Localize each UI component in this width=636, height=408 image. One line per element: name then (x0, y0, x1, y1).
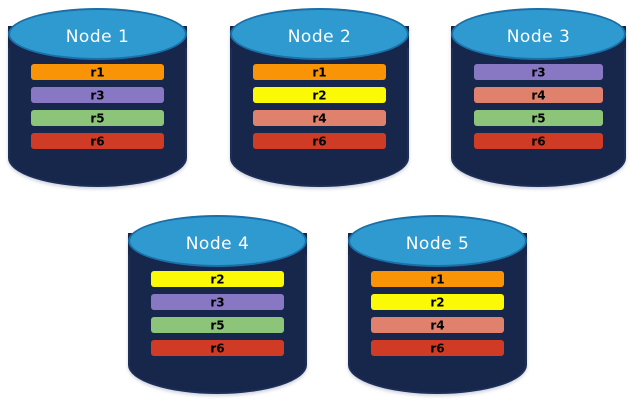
replica-label: r4 (531, 88, 546, 103)
replica-label: r2 (312, 88, 327, 103)
node-title: Node 1 (65, 27, 130, 47)
replica-bar[interactable]: r6 (253, 133, 386, 149)
node-title: Node 4 (185, 234, 250, 254)
node-title: Node 5 (405, 234, 470, 254)
replica-label: r6 (90, 134, 105, 149)
replica-bar[interactable]: r3 (31, 87, 164, 103)
replica-bar[interactable]: r6 (371, 340, 504, 356)
replica-label: r5 (90, 111, 105, 126)
replica-label: r5 (531, 111, 546, 126)
replica-bar[interactable]: r6 (31, 133, 164, 149)
replica-bar[interactable]: r5 (151, 317, 284, 333)
replica-bar[interactable]: r3 (151, 294, 284, 310)
replica-label: r6 (531, 134, 546, 149)
replica-label: r6 (430, 341, 445, 356)
replica-label: r6 (312, 134, 327, 149)
database-node-1[interactable]: Node 1 r1 r3 r5 r6 (8, 8, 187, 187)
replica-bar[interactable]: r5 (31, 110, 164, 126)
replica-label: r4 (312, 111, 327, 126)
replica-bar[interactable]: r5 (473, 110, 604, 126)
replica-list: r1 r3 r5 r6 (8, 64, 187, 149)
replica-list: r2 r3 r5 r6 (128, 271, 307, 356)
replica-label: r1 (430, 272, 445, 287)
replica-label: r2 (430, 295, 445, 310)
replica-bar[interactable]: r4 (473, 87, 604, 103)
replica-label: r5 (210, 318, 225, 333)
replica-label: r3 (90, 88, 105, 103)
database-node-4[interactable]: Node 4 r2 r3 r5 r6 (128, 215, 307, 394)
replica-label: r6 (210, 341, 225, 356)
database-node-5[interactable]: Node 5 r1 r2 r4 r6 (348, 215, 527, 394)
replica-bar[interactable]: r1 (371, 271, 504, 287)
cylinder-top-icon: Node 2 (230, 8, 409, 60)
replica-label: r1 (312, 65, 327, 80)
replica-bar[interactable]: r1 (253, 64, 386, 80)
replica-bar[interactable]: r2 (151, 271, 284, 287)
replica-label: r3 (531, 65, 546, 80)
replica-label: r3 (210, 295, 225, 310)
replica-bar[interactable]: r3 (473, 64, 604, 80)
cylinder-top-icon: Node 1 (8, 8, 187, 60)
replica-list: r3 r4 r5 r6 (451, 64, 626, 149)
node-title: Node 2 (287, 27, 352, 47)
cylinder-top-icon: Node 4 (128, 215, 307, 267)
database-node-2[interactable]: Node 2 r1 r2 r4 r6 (230, 8, 409, 187)
replica-list: r1 r2 r4 r6 (230, 64, 409, 149)
replica-bar[interactable]: r2 (253, 87, 386, 103)
replica-label: r4 (430, 318, 445, 333)
replica-label: r2 (210, 272, 225, 287)
replica-bar[interactable]: r6 (473, 133, 604, 149)
replica-bar[interactable]: r4 (253, 110, 386, 126)
replica-bar[interactable]: r2 (371, 294, 504, 310)
cylinder-top-icon: Node 5 (348, 215, 527, 267)
cylinder-top-icon: Node 3 (451, 8, 626, 60)
replica-list: r1 r2 r4 r6 (348, 271, 527, 356)
replica-label: r1 (90, 65, 105, 80)
replica-bar[interactable]: r1 (31, 64, 164, 80)
database-node-3[interactable]: Node 3 r3 r4 r5 r6 (451, 8, 626, 187)
replica-bar[interactable]: r4 (371, 317, 504, 333)
node-title: Node 3 (506, 27, 571, 47)
replica-bar[interactable]: r6 (151, 340, 284, 356)
